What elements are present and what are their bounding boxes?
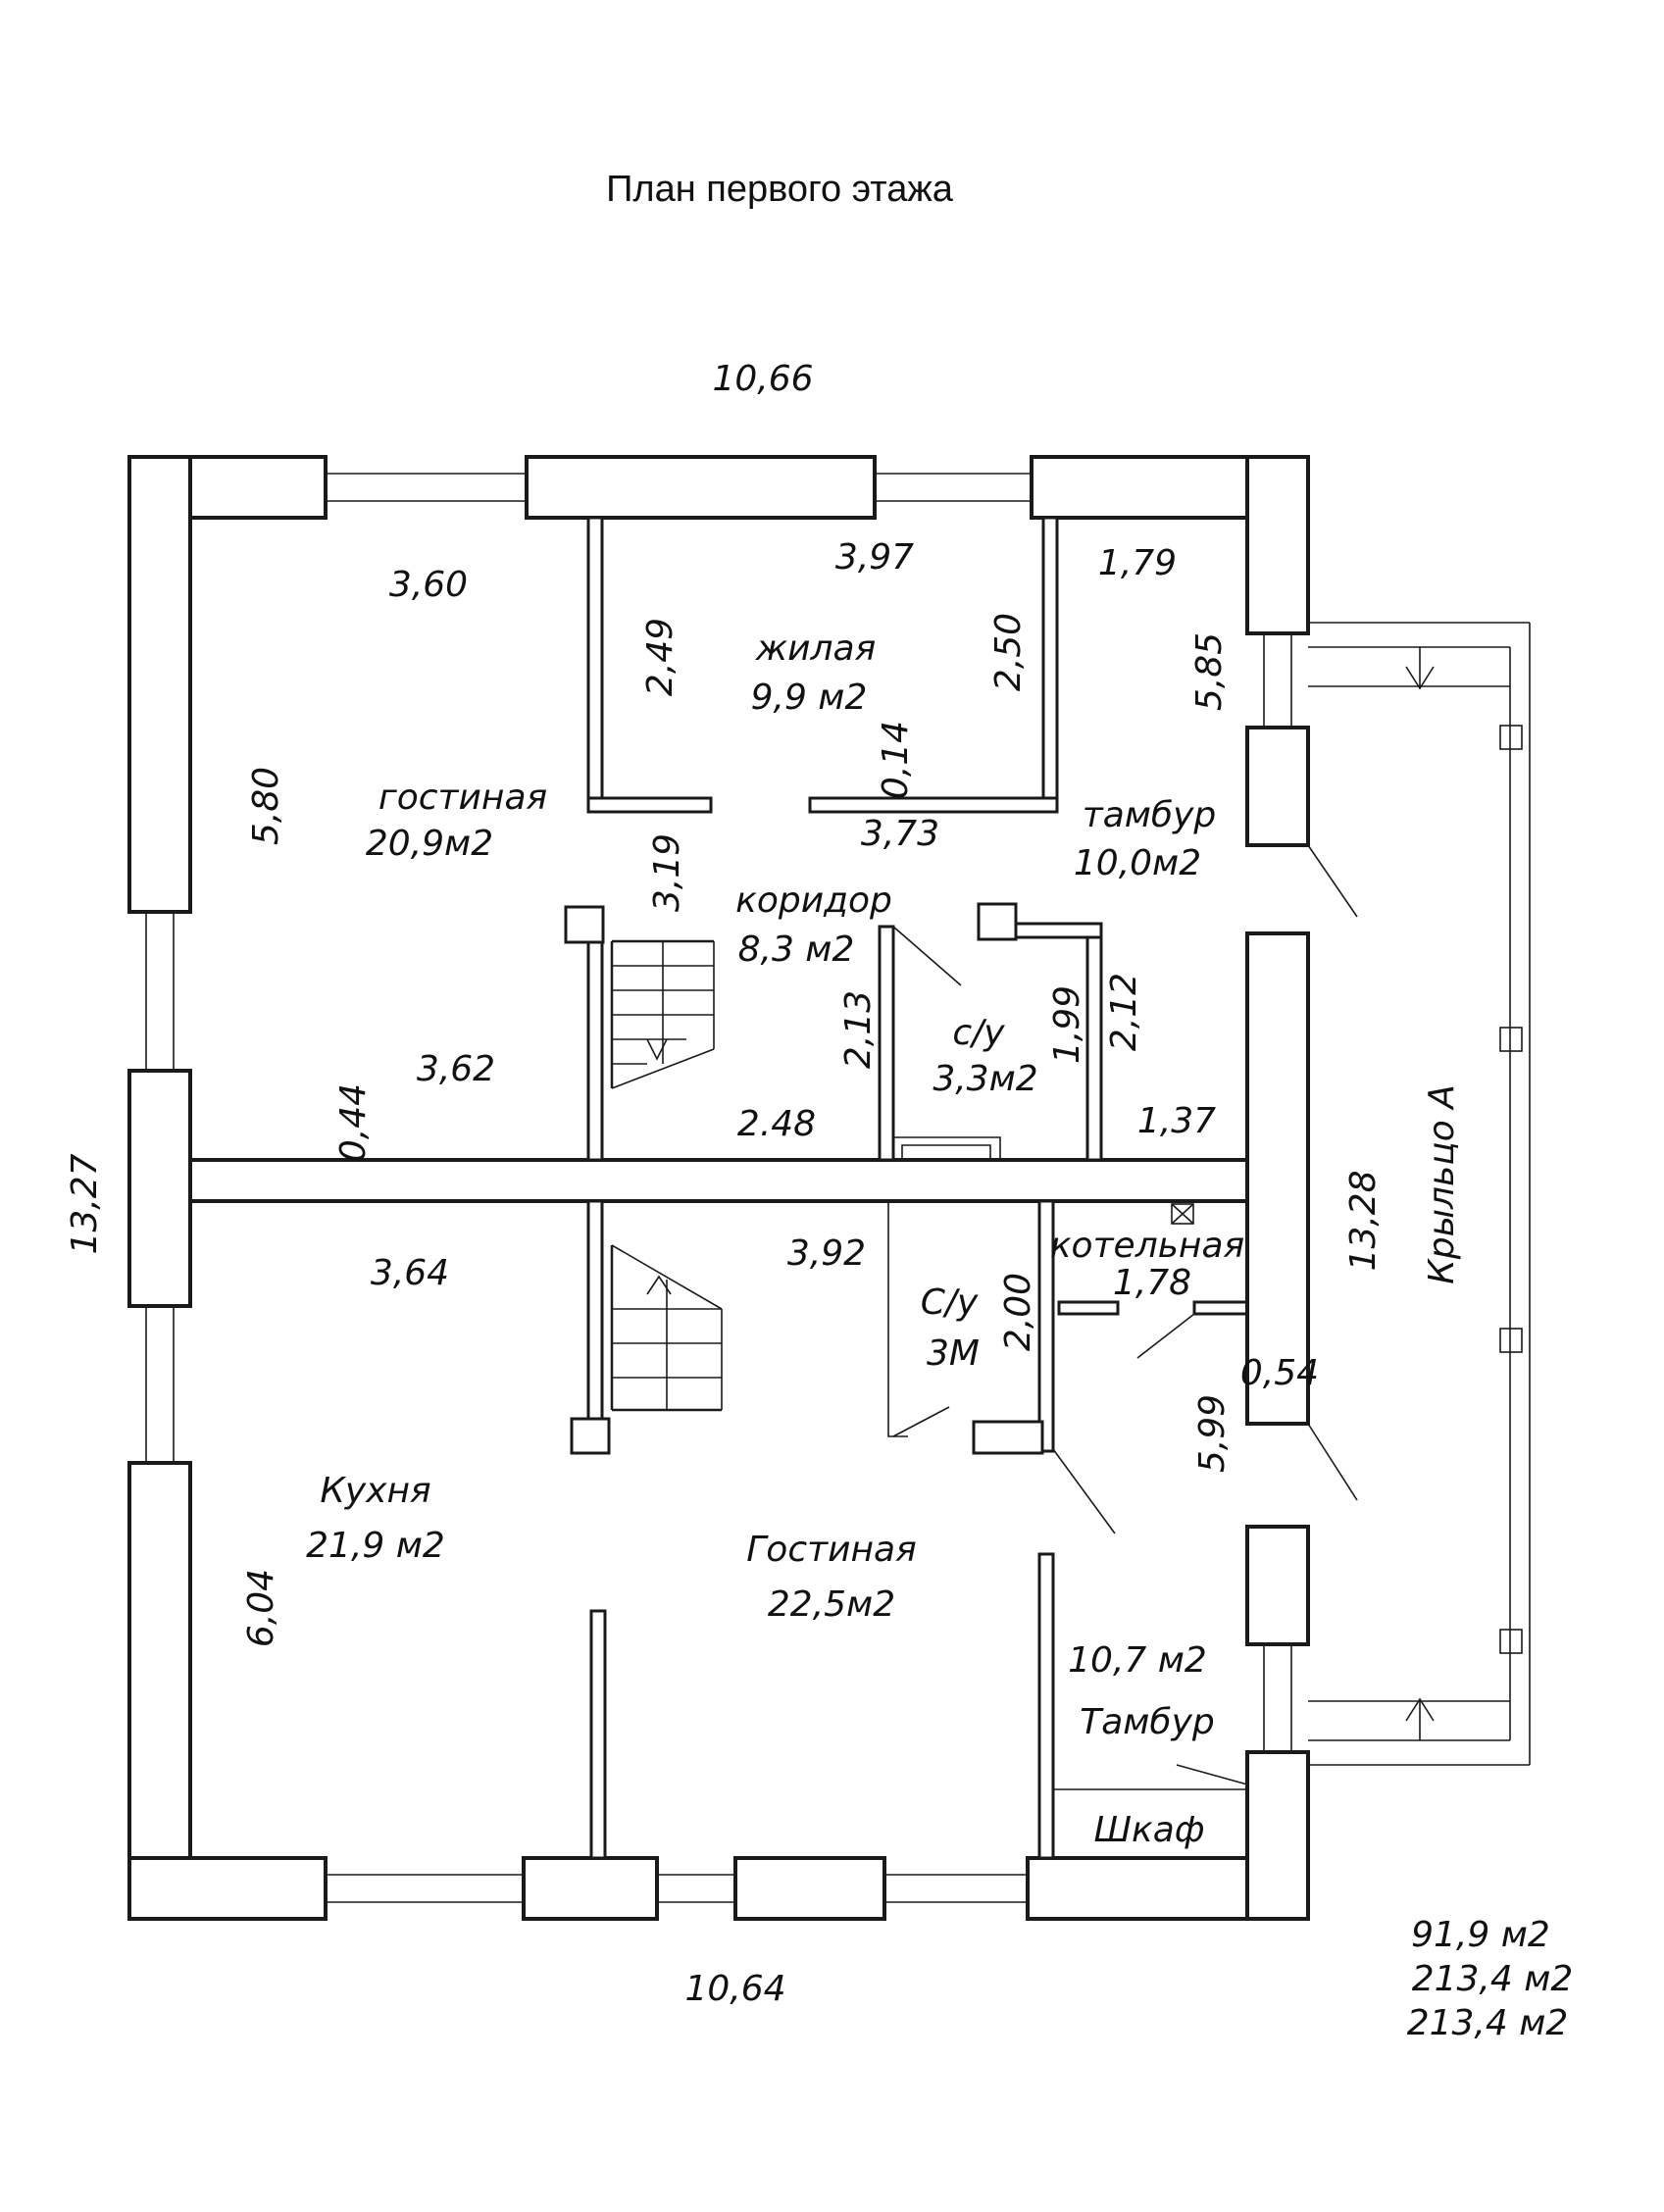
interior-walls	[188, 516, 1310, 1860]
room-porch-name: Крыльцо А	[1422, 1084, 1462, 1284]
dim-bottom-total: 10,64	[684, 1969, 785, 2009]
dim-362: 3,62	[417, 1049, 495, 1089]
dim-178: 1,78	[1113, 1263, 1191, 1303]
dim-137: 1,37	[1137, 1101, 1216, 1141]
dim-left-total: 13,27	[65, 1153, 105, 1254]
room-lounge-area: 20,9м2	[366, 824, 493, 864]
exterior-walls	[127, 455, 1310, 1921]
room-kitchen-area: 21,9 м2	[306, 1526, 445, 1566]
dim-right-total: 13,28	[1343, 1170, 1384, 1271]
room-wc2-name: С/у	[921, 1282, 979, 1323]
room-lounge-name: гостиная	[378, 778, 547, 818]
room-vestibule-name: тамбур	[1083, 795, 1217, 835]
room-wc1-name: с/у	[952, 1013, 1005, 1053]
room-lounge2-area: 22,5м2	[768, 1584, 895, 1625]
room-wc1-area: 3,3м2	[933, 1059, 1037, 1099]
dim-364: 3,64	[371, 1253, 449, 1293]
dim-604: 6,04	[241, 1569, 281, 1647]
dim-200: 2,00	[998, 1273, 1038, 1351]
page-title: План первого этажа	[606, 169, 954, 210]
room-boiler-name: котельная	[1050, 1226, 1244, 1266]
room-lounge2-name: Гостиная	[746, 1530, 917, 1570]
dim-392: 3,92	[787, 1233, 866, 1274]
dim-212: 2,12	[1104, 973, 1144, 1051]
dim-360: 3,60	[389, 565, 468, 605]
dim-044: 0,44	[333, 1083, 374, 1162]
dim-top-total: 10,66	[712, 359, 813, 399]
dim-585: 5,85	[1189, 632, 1230, 711]
dim-250: 2,50	[988, 613, 1029, 691]
windows	[145, 473, 1292, 1903]
room-living-name: жилая	[755, 628, 877, 669]
dim-319: 3,19	[647, 833, 687, 912]
dim-599: 5,99	[1192, 1394, 1233, 1473]
total-area-3: 213,4 м2	[1407, 2003, 1569, 2043]
room-kitchen-name: Кухня	[320, 1471, 430, 1511]
stairs	[610, 939, 723, 1412]
total-area-2: 213,4 м2	[1412, 1959, 1574, 1999]
dim-199: 1,99	[1047, 985, 1087, 1064]
dim-373: 3,73	[861, 814, 939, 854]
room-vestibule2-area: 10,7 м2	[1068, 1640, 1207, 1681]
room-corridor-area: 8,3 м2	[738, 930, 855, 970]
dim-580: 5,80	[246, 767, 286, 845]
room-living-area: 9,9 м2	[751, 678, 868, 718]
dim-179: 1,79	[1098, 543, 1177, 583]
dim-054: 0,54	[1240, 1353, 1319, 1393]
total-area-1: 91,9 м2	[1411, 1915, 1550, 1955]
dim-397: 3,97	[835, 537, 914, 578]
dim-248: 2.48	[737, 1104, 816, 1144]
room-vestibule2-name: Тамбур	[1080, 1702, 1215, 1742]
dim-014: 0,14	[876, 721, 916, 799]
dim-213: 2,13	[838, 990, 879, 1069]
room-corridor-name: коридор	[735, 880, 892, 921]
door-swings	[887, 844, 1358, 1790]
porch	[1308, 622, 1531, 1766]
room-wc2-area: 3М	[927, 1333, 980, 1374]
dim-249: 2,49	[640, 618, 681, 696]
room-closet-name: Шкаф	[1093, 1810, 1204, 1850]
room-vestibule-area: 10,0м2	[1074, 843, 1201, 883]
